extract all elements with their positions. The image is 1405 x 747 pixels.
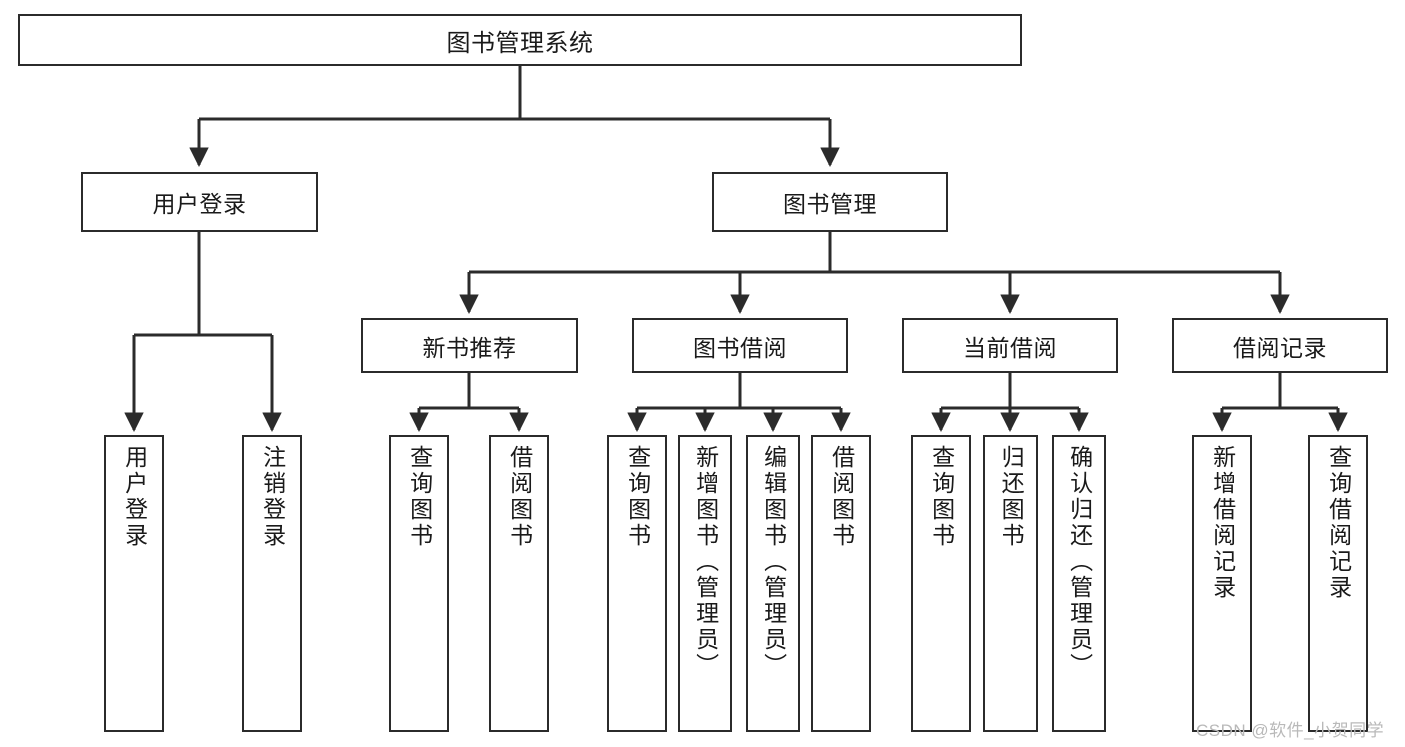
- csdn-watermark: CSDN @软件_小贺同学: [1196, 721, 1385, 740]
- node-current-borrow[interactable]: 当前借阅: [902, 318, 1118, 373]
- node-label: 图书借阅: [693, 334, 787, 361]
- leaf-query-book-2[interactable]: 查询图书: [607, 435, 667, 732]
- node-label: 注销登录: [259, 445, 286, 549]
- node-new-book-recommend[interactable]: 新书推荐: [361, 318, 578, 373]
- leaf-add-record[interactable]: 新增借阅记录: [1192, 435, 1252, 732]
- node-label: 用户登录: [152, 191, 247, 217]
- node-label: 借阅图书: [506, 445, 533, 549]
- leaf-edit-book[interactable]: 编辑图书（管理员）: [746, 435, 800, 732]
- node-book-borrow[interactable]: 图书借阅: [632, 318, 848, 373]
- leaf-query-book-3[interactable]: 查询图书: [911, 435, 971, 732]
- node-label: 归还图书: [998, 445, 1025, 549]
- node-label: 用户登录: [121, 445, 148, 549]
- node-root-book-management-system[interactable]: 图书管理系统: [18, 14, 1022, 66]
- leaf-user-login[interactable]: 用户登录: [104, 435, 164, 732]
- leaf-borrow-book-2[interactable]: 借阅图书: [811, 435, 871, 732]
- leaf-query-record[interactable]: 查询借阅记录: [1308, 435, 1368, 732]
- node-label: 查询图书: [928, 445, 955, 549]
- node-label: 新书推荐: [422, 334, 517, 361]
- node-label: 新增借阅记录: [1209, 445, 1236, 601]
- leaf-logout-login[interactable]: 注销登录: [242, 435, 302, 732]
- node-label: 新增图书（管理员）: [692, 445, 719, 679]
- leaf-query-book-1[interactable]: 查询图书: [389, 435, 449, 732]
- leaf-borrow-book-1[interactable]: 借阅图书: [489, 435, 549, 732]
- node-label: 借阅记录: [1233, 334, 1327, 361]
- leaf-return-book[interactable]: 归还图书: [983, 435, 1038, 732]
- node-label: 查询图书: [624, 445, 651, 549]
- node-label: 编辑图书（管理员）: [760, 445, 787, 679]
- node-borrow-record[interactable]: 借阅记录: [1172, 318, 1388, 373]
- node-label: 图书管理: [783, 191, 877, 217]
- node-label: 图书管理系统: [446, 29, 594, 57]
- node-label: 确认归还（管理员）: [1066, 445, 1093, 679]
- node-book-management[interactable]: 图书管理: [712, 172, 948, 232]
- node-label: 当前借阅: [963, 334, 1057, 361]
- leaf-add-book[interactable]: 新增图书（管理员）: [678, 435, 732, 732]
- leaf-confirm-return[interactable]: 确认归还（管理员）: [1052, 435, 1106, 732]
- node-user-login[interactable]: 用户登录: [81, 172, 318, 232]
- node-label: 借阅图书: [828, 445, 855, 549]
- node-label: 查询图书: [406, 445, 433, 549]
- node-label: 查询借阅记录: [1325, 445, 1352, 601]
